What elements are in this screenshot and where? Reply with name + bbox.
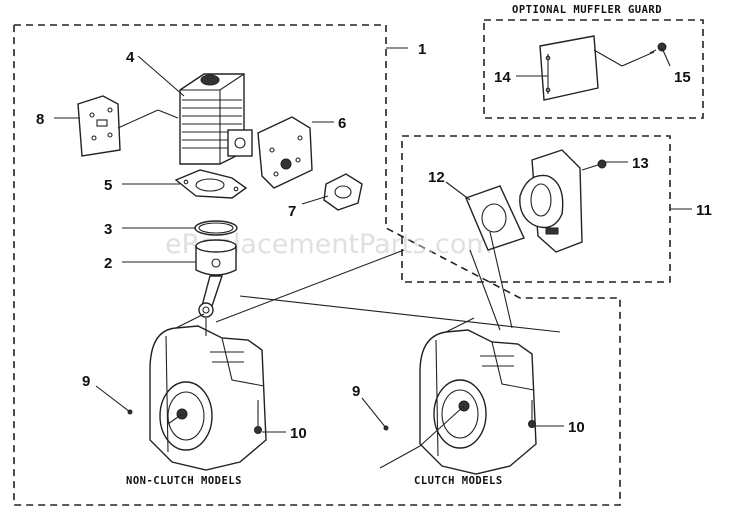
piston-ring — [194, 220, 238, 236]
non-clutch-models-caption: NON-CLUTCH MODELS — [126, 475, 242, 487]
callout-1: 1 — [418, 41, 426, 58]
callout-3: 3 — [104, 221, 112, 238]
callout-10-non-clutch: 10 — [290, 425, 307, 442]
callout-4: 4 — [126, 49, 135, 66]
muffler — [519, 149, 583, 253]
spacer-gasket — [323, 173, 363, 211]
piston — [195, 239, 237, 318]
callout-6: 6 — [338, 115, 346, 132]
muffler-guard — [539, 35, 655, 101]
alignment-line — [469, 249, 501, 331]
callout-9-non-clutch: 9 — [82, 373, 90, 390]
leader-line — [445, 181, 471, 201]
leader-line — [361, 397, 387, 429]
muffler-screw — [581, 159, 607, 171]
leader-line — [661, 47, 671, 67]
callout-13: 13 — [632, 155, 649, 172]
callout-12: 12 — [428, 169, 445, 186]
cylinder — [179, 73, 253, 165]
clutch-models-caption: CLUTCH MODELS — [414, 475, 503, 487]
callout-14: 14 — [494, 69, 511, 86]
muffler-guard-boundary — [483, 19, 704, 119]
leader-line — [137, 55, 185, 97]
callout-2: 2 — [104, 255, 112, 272]
alignment-line — [239, 295, 561, 333]
intake-gasket — [257, 116, 313, 189]
callout-9-clutch: 9 — [352, 383, 360, 400]
crankcase-screw — [528, 400, 536, 428]
leader-line — [301, 195, 329, 205]
callout-5: 5 — [104, 177, 112, 194]
base-gasket — [174, 169, 248, 199]
muffler-gasket — [465, 185, 525, 251]
crankcase-non-clutch — [149, 313, 267, 471]
optional-muffler-guard-caption: OPTIONAL MUFFLER GUARD — [512, 4, 662, 16]
callout-7: 7 — [288, 203, 296, 220]
main-assembly-boundary — [13, 24, 621, 506]
callout-15: 15 — [674, 69, 691, 86]
crankcase-clutch — [379, 317, 537, 475]
guard-screw — [649, 42, 667, 54]
crankcase-screw — [254, 400, 262, 434]
callout-11: 11 — [696, 202, 712, 219]
alignment-line — [215, 249, 405, 323]
leader-line — [95, 385, 131, 413]
callout-8: 8 — [36, 111, 44, 128]
callout-10-clutch: 10 — [568, 419, 585, 436]
alignment-line — [489, 231, 513, 329]
heat-shield-plate — [77, 95, 179, 157]
